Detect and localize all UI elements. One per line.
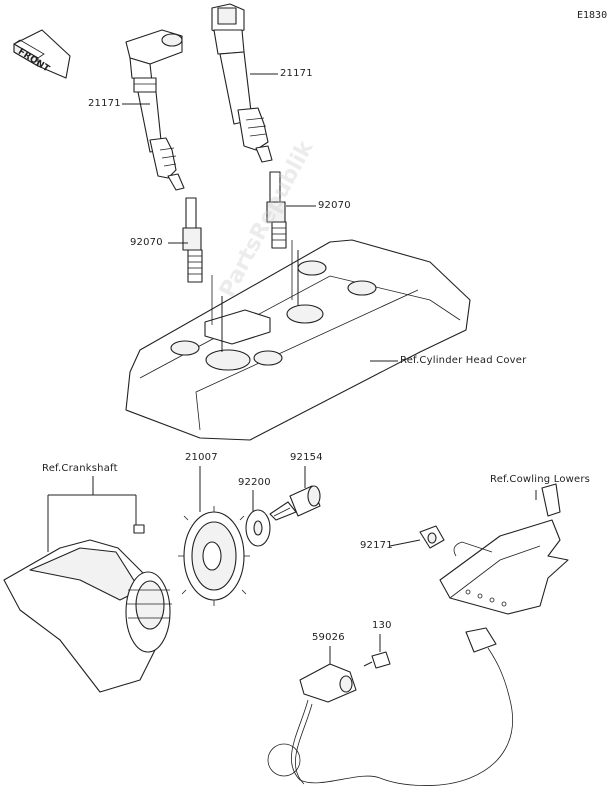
label-sensor: 59026 [312,632,345,643]
rotor-bolt [269,485,321,521]
label-cowling: Ref.Cowling Lowers [490,474,591,485]
label-bolt-rotor: 92154 [290,452,323,463]
ignition-coil-right [211,3,273,163]
crankshaft-assembly [3,524,172,693]
timing-rotor [178,506,250,606]
diagram-code: E1830 [577,10,608,21]
sensor-bracket [439,483,569,615]
label-washer: 92200 [238,477,271,488]
crankshaft-sensor [267,627,513,786]
front-arrow-icon [13,29,71,79]
ignition-coil-left [125,29,185,191]
label-plug-right: 92070 [318,200,351,211]
spark-plug-right [266,171,287,249]
label-nut: 92171 [360,540,393,551]
label-plug-left: 92070 [130,237,163,248]
label-coil-right: 21171 [280,68,313,79]
spark-plug-left [182,197,203,283]
label-rotor: 21007 [185,452,218,463]
label-head-cover: Ref.Cylinder Head Cover [400,355,527,366]
label-bolt-sensor: 130 [372,620,392,631]
cylinder-head-cover [125,239,471,441]
sensor-bolt [363,651,391,669]
label-coil-left: 21171 [88,98,121,109]
label-crankshaft: Ref.Crankshaft [42,463,118,474]
washer [245,509,271,547]
leader-lines [47,73,537,664]
nut [419,525,445,549]
